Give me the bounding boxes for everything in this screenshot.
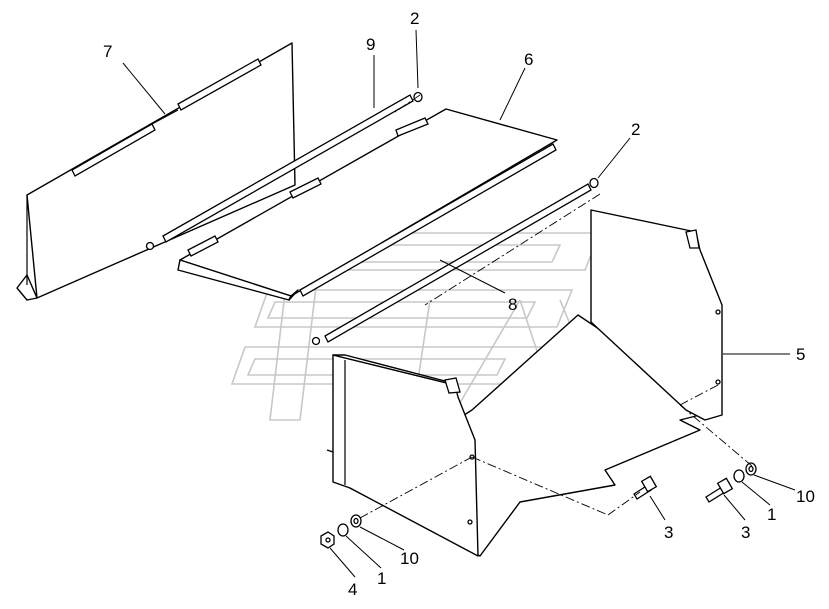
callout-4: 4 (348, 580, 357, 599)
callout-1-right: 1 (767, 505, 776, 524)
washer-1-right (733, 469, 745, 483)
rod-9 (145, 94, 414, 251)
washer-1-left (337, 523, 349, 537)
callout-10-right: 10 (796, 487, 815, 506)
callout-9: 9 (366, 35, 375, 54)
side-panel-7 (16, 42, 296, 301)
leader-lines (122, 29, 796, 578)
callout-7: 7 (103, 42, 112, 61)
callout-3-left: 3 (664, 523, 673, 542)
assembly-lines (359, 94, 753, 519)
bolt-3-left (633, 475, 658, 500)
bolt-3-right (705, 477, 734, 503)
callout-10-left: 10 (400, 549, 419, 568)
nut-4 (320, 531, 335, 549)
rod-8 (311, 183, 592, 346)
washer-10-right (745, 462, 757, 476)
callout-1-left: 1 (377, 569, 386, 588)
callout-2-lower: 2 (631, 120, 640, 139)
callout-6: 6 (524, 50, 533, 69)
callout-labels: 7 9 2 6 2 8 5 3 3 1 10 4 1 10 (103, 9, 815, 599)
housing-5 (326, 209, 723, 557)
washer-2-upper (413, 91, 423, 103)
callout-3-right: 3 (741, 523, 750, 542)
callout-8: 8 (508, 295, 517, 314)
washer-10-left (350, 514, 362, 528)
washer-2-lower (589, 177, 599, 189)
callout-5: 5 (796, 345, 805, 364)
callout-2-upper: 2 (410, 9, 419, 28)
cover-plate-6 (177, 108, 558, 301)
